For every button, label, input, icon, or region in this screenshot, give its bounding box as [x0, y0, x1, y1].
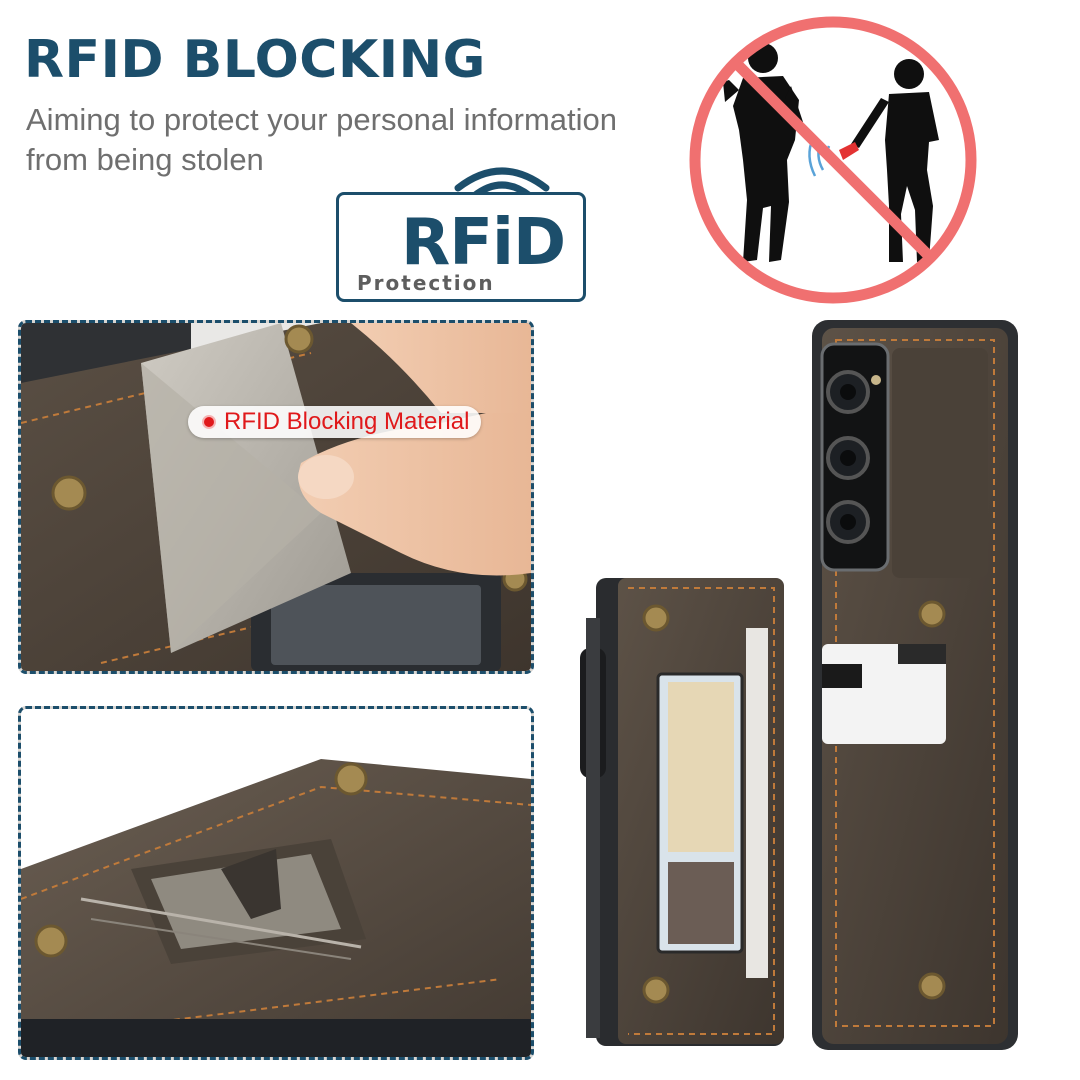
subheadline: Aiming to protect your personal informat…	[26, 102, 618, 177]
callout-dot-icon	[202, 415, 216, 429]
rfid-caption: Protection	[353, 271, 499, 295]
rfid-lining-closeup-photo	[18, 320, 534, 674]
rfid-material-callout: RFID Blocking Material	[188, 406, 482, 438]
card-slot-closeup-photo	[18, 706, 534, 1060]
rfid-protection-badge: RFiD Protection	[336, 192, 586, 302]
wallet-case-phone-photo	[580, 320, 1018, 1050]
callout-label: RFID Blocking Material	[224, 408, 470, 435]
rfid-logo-text: RFiD	[401, 206, 566, 280]
headline: RFID BLOCKING	[24, 30, 486, 90]
no-skimming-icon	[689, 16, 977, 304]
